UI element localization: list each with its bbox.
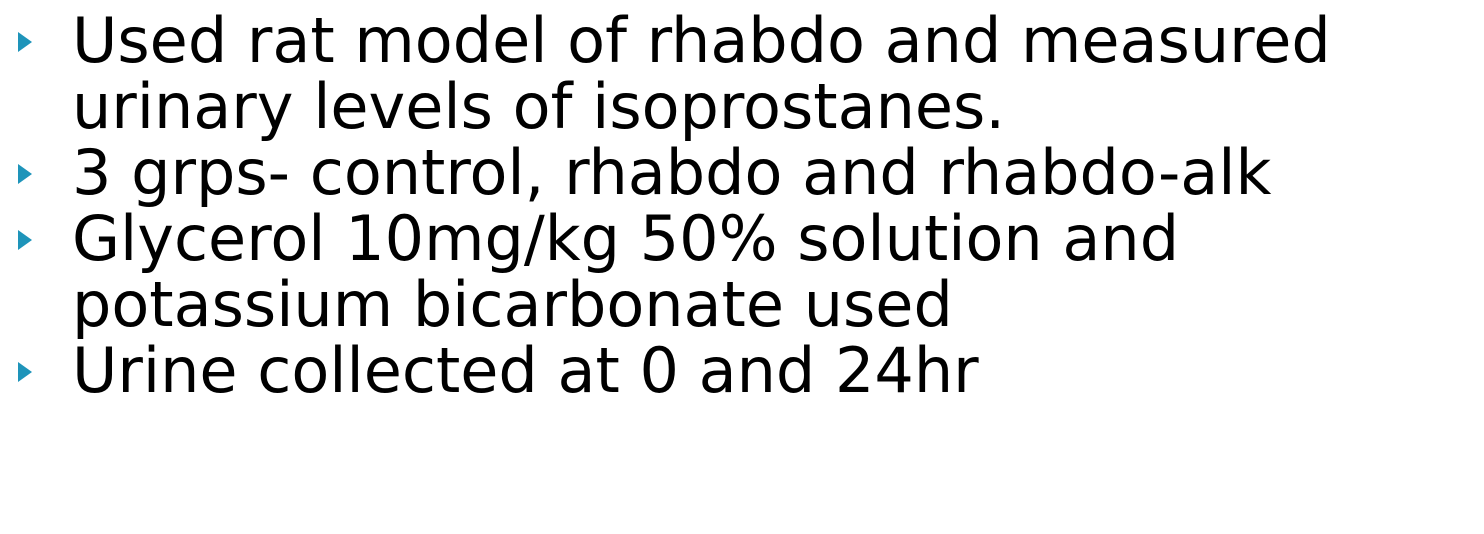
bullet-item-groups: 3 grps- control, rhabdo and rhabdo-alk <box>18 140 1478 206</box>
bullet-item-urine: Urine collected at 0 and 24hr <box>18 338 1478 404</box>
bullet-text-line: Used rat model of rhabdo and measured <box>72 4 1331 77</box>
bullet-item-glycerol: Glycerol 10mg/kg 50% solution and potass… <box>18 206 1478 338</box>
triangle-bullet-icon <box>18 230 32 250</box>
triangle-bullet-icon <box>18 362 32 382</box>
bullet-text-line: Glycerol 10mg/kg 50% solution and <box>72 202 1180 275</box>
triangle-bullet-icon <box>18 164 32 184</box>
bullet-text-line: 3 grps- control, rhabdo and rhabdo-alk <box>72 136 1272 209</box>
bullet-text-line: Urine collected at 0 and 24hr <box>72 334 979 407</box>
bullet-text-line: potassium bicarbonate used <box>72 268 953 341</box>
bullet-item-rat-model: Used rat model of rhabdo and measured ur… <box>18 8 1478 140</box>
bullet-text-line: urinary levels of isoprostanes. <box>72 70 1006 143</box>
bullet-list: Used rat model of rhabdo and measured ur… <box>18 8 1478 404</box>
triangle-bullet-icon <box>18 32 32 52</box>
